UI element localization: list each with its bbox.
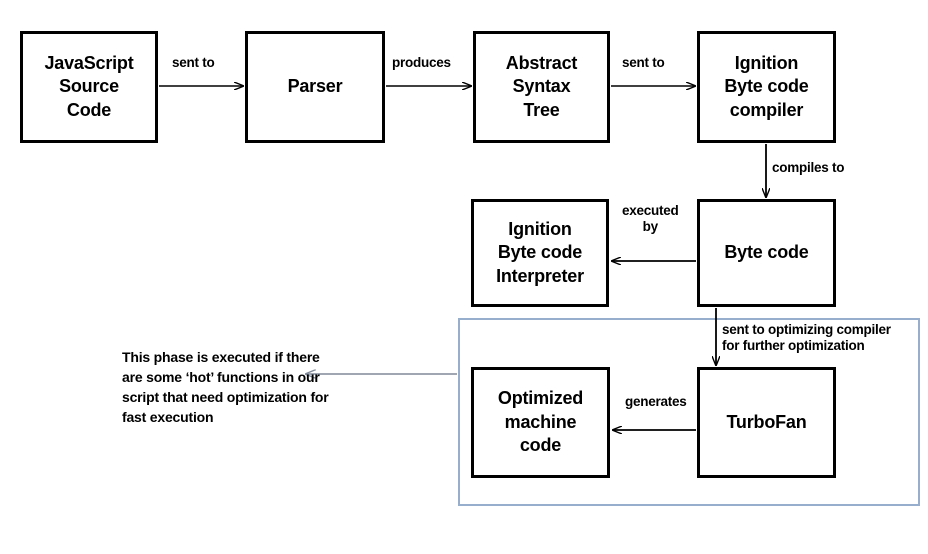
annotation-hot-functions: This phase is executed if there are some… bbox=[122, 349, 329, 425]
edge-label-produces: produces bbox=[392, 55, 451, 70]
node-label: Parser bbox=[287, 76, 343, 97]
node-turbofan[interactable]: TurboFan bbox=[697, 367, 836, 478]
node-parser[interactable]: Parser bbox=[245, 31, 385, 143]
edge-label-compiles-to: compiles to bbox=[772, 160, 845, 175]
edge-label-sent-to-ignition: sent to bbox=[622, 55, 665, 70]
node-label: TurboFan bbox=[726, 411, 807, 432]
edge-label-sent-to-parser: sent to bbox=[172, 55, 215, 70]
node-label: Byte code bbox=[724, 242, 809, 263]
optimization-phase-group-box bbox=[458, 318, 920, 506]
edge-label-generates: generates bbox=[625, 394, 687, 409]
node-byte-code[interactable]: Byte code bbox=[697, 199, 836, 307]
